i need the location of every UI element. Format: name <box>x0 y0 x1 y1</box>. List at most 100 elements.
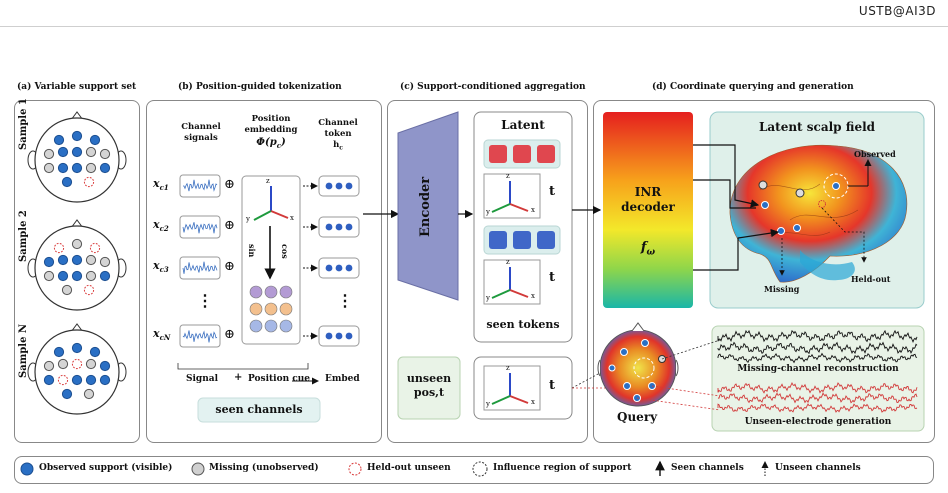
axes-icon-b <box>253 186 289 221</box>
blue-token <box>513 231 531 249</box>
electrode <box>53 242 65 254</box>
electrode <box>83 388 95 400</box>
electrode <box>99 256 111 268</box>
axis-x-b: x <box>290 214 294 222</box>
t-label-1: t <box>549 184 556 199</box>
token-dot <box>325 223 333 231</box>
electrode <box>85 270 97 282</box>
token-dot <box>335 332 343 340</box>
electrode <box>43 270 55 282</box>
token-dot <box>345 332 353 340</box>
token-dot <box>335 223 343 231</box>
legend-seen: Seen channels <box>671 463 744 473</box>
token-dot <box>345 182 353 190</box>
sample-n-label: Sample N <box>18 323 29 378</box>
electrode <box>57 358 69 370</box>
brand-label: USTB@AI3D <box>858 4 936 18</box>
row-label: xc1 <box>153 177 169 193</box>
electrode <box>99 360 111 372</box>
electrode <box>85 162 97 174</box>
electrode <box>43 148 55 160</box>
electrode <box>99 374 111 386</box>
observed-label: Observed <box>854 149 896 159</box>
electrode <box>71 238 83 250</box>
dots-token: ⋮ <box>337 291 353 310</box>
panel-c-title: (c) Support-conditioned aggregation <box>400 82 586 92</box>
axis-y-c1: y <box>486 208 490 216</box>
eeg-trace <box>717 329 918 343</box>
electrode <box>85 358 97 370</box>
eeg-trace <box>717 341 918 355</box>
seen-tokens-label: seen tokens <box>486 318 560 331</box>
f-omega-label: fω <box>640 240 656 258</box>
token-dot <box>345 264 353 272</box>
electrode <box>53 346 65 358</box>
electrode <box>85 146 97 158</box>
electrode <box>43 374 55 386</box>
token-dot <box>345 223 353 231</box>
position-dot <box>264 285 278 299</box>
oplus-symbol: ⊕ <box>224 218 235 233</box>
row-label: xcN <box>153 327 171 343</box>
seen-channels-label: seen channels <box>215 403 303 416</box>
electrode <box>43 162 55 174</box>
electrode <box>71 358 83 370</box>
panel-b-title: (b) Position-guided tokenization <box>178 82 342 92</box>
electrode <box>43 256 55 268</box>
electrode <box>71 130 83 142</box>
axis-z-c1: z <box>506 172 510 180</box>
axes-icon-c3 <box>491 373 529 405</box>
bottom-embed: Embed <box>325 374 360 384</box>
electrode <box>57 162 69 174</box>
electrode <box>57 374 69 386</box>
position-dot <box>279 285 293 299</box>
token-dot <box>335 182 343 190</box>
sin-label: sin <box>247 244 257 258</box>
electrode <box>71 254 83 266</box>
scalp-sample-1 <box>27 111 127 203</box>
signal-trace <box>182 330 218 343</box>
cerebellum <box>800 250 855 281</box>
red-token <box>537 145 555 163</box>
legend-heldout: Held-out unseen <box>367 463 451 473</box>
electrode <box>71 270 83 282</box>
row-label: xc2 <box>153 218 169 234</box>
electrode <box>99 270 111 282</box>
axes-icon-c2 <box>491 267 529 299</box>
token-dot <box>335 264 343 272</box>
red-token <box>489 145 507 163</box>
red-token <box>513 145 531 163</box>
sample-1-label: Sample 1 <box>18 98 29 150</box>
legend-missing: Missing (unobserved) <box>209 463 319 473</box>
axis-z-b: z <box>266 177 270 185</box>
inr-decoder-block <box>603 112 693 308</box>
electrode <box>71 374 83 386</box>
recon-panel <box>711 325 925 432</box>
position-dot <box>249 302 263 316</box>
axis-y-c2: y <box>486 294 490 302</box>
signal-trace <box>182 261 218 274</box>
axis-z-c2: z <box>506 258 510 266</box>
oplus-symbol: ⊕ <box>224 177 235 192</box>
axis-y-b: y <box>246 215 250 223</box>
electrode <box>85 254 97 266</box>
bottom-position-cue: Position cue <box>248 374 311 384</box>
position-dots <box>249 285 293 333</box>
scalp-outline <box>34 329 120 415</box>
t-label-2: t <box>549 270 556 285</box>
blue-token <box>537 231 555 249</box>
electrode <box>71 342 83 354</box>
electrode <box>71 162 83 174</box>
dots-signal: ⋮ <box>197 291 213 310</box>
signal-trace <box>182 222 218 234</box>
t-label-3: t <box>549 378 556 393</box>
legend-unseen: Unseen channels <box>775 463 861 473</box>
electrode <box>89 242 101 254</box>
electrode <box>99 162 111 174</box>
position-dot <box>279 302 293 316</box>
sample-2-label: Sample 2 <box>18 210 29 262</box>
